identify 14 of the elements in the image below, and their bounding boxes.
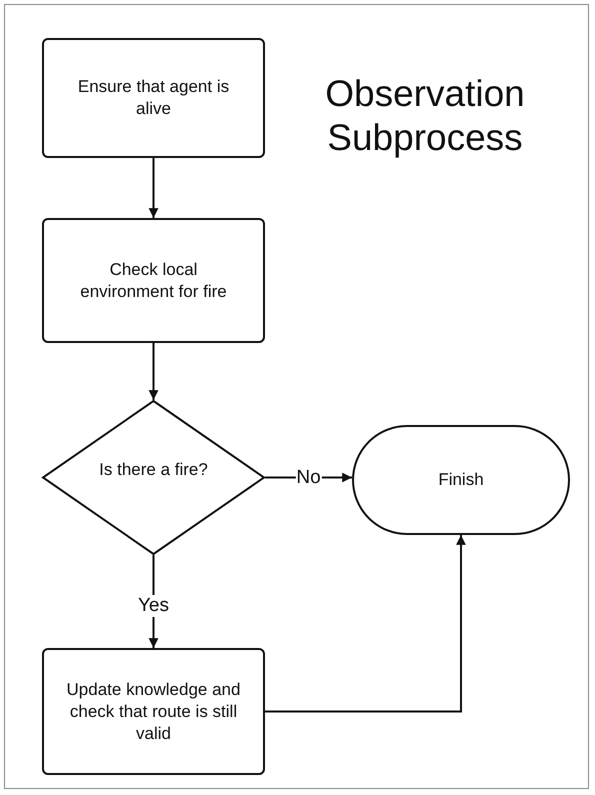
node-text: Finish bbox=[438, 469, 484, 491]
edge-label: Yes bbox=[137, 595, 170, 618]
process-box bbox=[42, 218, 265, 343]
node-text: Is there a fire? bbox=[99, 458, 208, 480]
node-text: Ensure that agent is alive bbox=[76, 76, 230, 120]
process-box bbox=[42, 38, 265, 158]
arrow bbox=[265, 535, 466, 712]
diagram-title: Observation Subprocess bbox=[324, 72, 526, 160]
arrow bbox=[148, 343, 158, 400]
node-text: Check local environment for fire bbox=[79, 258, 228, 302]
arrow bbox=[148, 158, 158, 218]
node-text: Update knowledge and check that route is still valid bbox=[66, 678, 241, 744]
decision-diamond bbox=[42, 400, 265, 555]
process-box bbox=[42, 648, 265, 775]
